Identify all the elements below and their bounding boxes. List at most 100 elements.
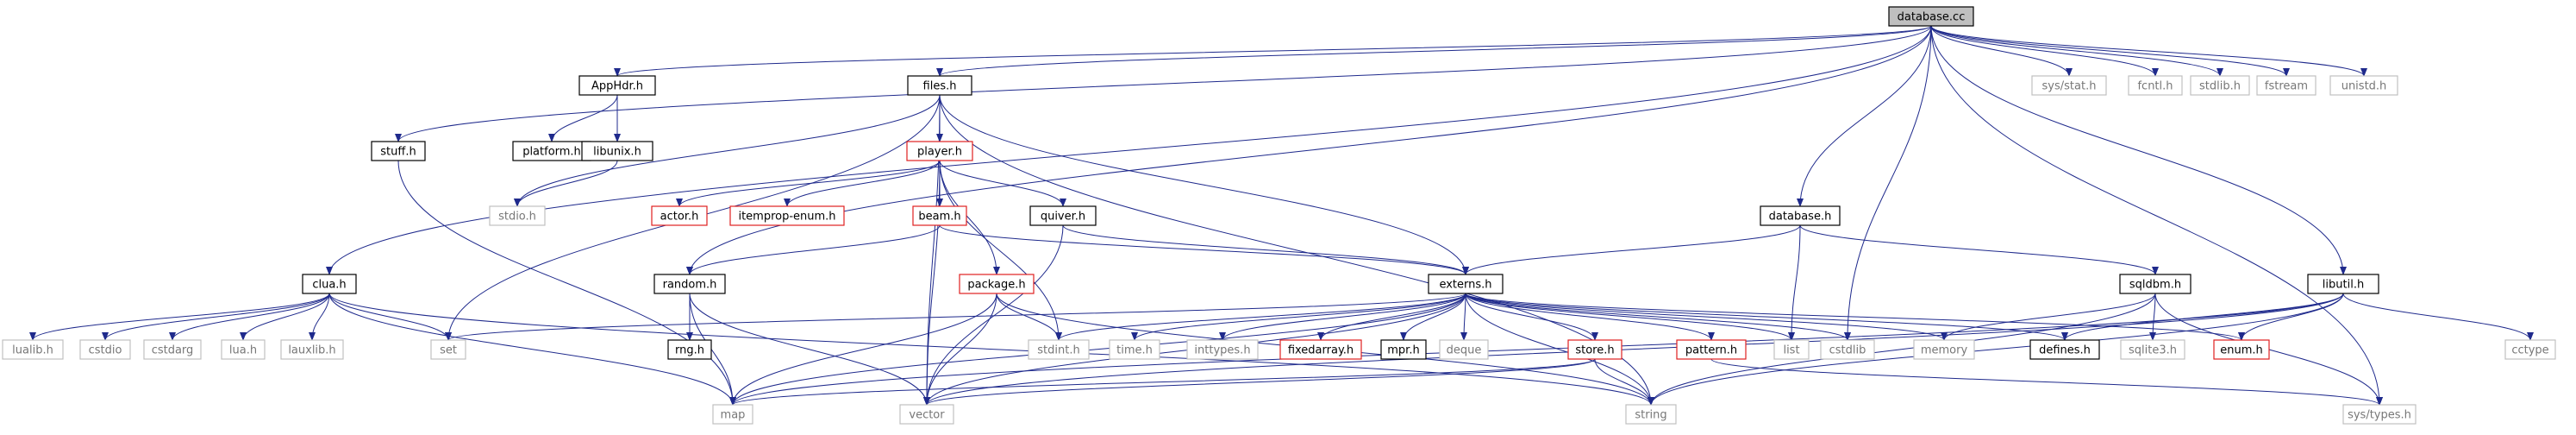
node-string: string (1625, 404, 1677, 425)
node-label: enum.h (2220, 344, 2263, 357)
node-box (907, 75, 972, 96)
edge-clua_h-to-lauxlib_h (309, 293, 330, 341)
node-itemprop_enum_h[interactable]: itemprop-enum.h (729, 205, 845, 226)
node-box (1380, 339, 1427, 360)
node-database_h[interactable]: database.h (1760, 205, 1841, 226)
node-label: map (721, 409, 746, 422)
edge-externs_h-to-fixedarray_h (1317, 293, 1466, 341)
node-box (2256, 75, 2317, 96)
node-box (1567, 339, 1623, 360)
node-box (667, 339, 712, 360)
edge-files_h-to-stdio_h (514, 94, 941, 207)
node-sys_types_h: sys/types.h (2342, 404, 2417, 425)
node-box (1913, 339, 1975, 360)
node-box (1439, 339, 1489, 360)
node-box (712, 404, 753, 425)
node-box (2, 339, 64, 360)
node-label: platform.h (522, 146, 581, 159)
edge-externs_h-to-mpr_h (1400, 293, 1466, 341)
node-database_cc[interactable]: database.cc (1888, 6, 1974, 27)
node-libunix_h[interactable]: libunix.h (581, 141, 653, 161)
node-label: string (1635, 409, 1666, 422)
node-stuff_h[interactable]: stuff.h (371, 141, 426, 161)
edge-libutil_h-to-cctype (2342, 293, 2534, 341)
node-defines_h[interactable]: defines.h (2029, 339, 2100, 360)
node-list: list (1773, 339, 1810, 360)
node-clua_h[interactable]: clua.h (302, 274, 357, 294)
node-pattern_h[interactable]: pattern.h (1676, 339, 1747, 360)
edge-externs_h-to-enum_h (1465, 293, 2245, 341)
node-box (1676, 339, 1747, 360)
node-label: AppHdr.h (591, 80, 643, 93)
node-label: quiver.h (1041, 211, 1085, 224)
node-label: itemprop-enum.h (738, 211, 835, 224)
node-apphdr_h[interactable]: AppHdr.h (578, 75, 656, 96)
node-stdint_h: stdint.h (1028, 339, 1090, 360)
node-box (2190, 75, 2250, 96)
node-label: stdint.h (1037, 344, 1079, 357)
edge-clua_h-to-map (328, 293, 736, 406)
node-box (302, 274, 357, 294)
node-label: sqldbm.h (2129, 279, 2181, 292)
node-package_h[interactable]: package.h (959, 274, 1035, 294)
node-lauxlib_h: lauxlib.h (280, 339, 344, 360)
node-box (280, 339, 344, 360)
node-unistd_h: unistd.h (2329, 75, 2398, 96)
node-externs_h[interactable]: externs.h (1428, 274, 1504, 294)
node-beam_h[interactable]: beam.h (912, 205, 967, 226)
node-label: fstream (2265, 80, 2308, 93)
node-lualib_h: lualib.h (2, 339, 64, 360)
node-label: deque (1447, 344, 1482, 357)
node-box (1279, 339, 1362, 360)
node-box (1820, 339, 1875, 360)
edge-clua_h-to-cstdio (102, 293, 330, 341)
edge-libunix_h-to-stdio_h (514, 160, 618, 207)
node-box (2213, 339, 2270, 360)
edge-externs_h-to-deque (1460, 293, 1468, 341)
node-enum_h[interactable]: enum.h (2213, 339, 2270, 360)
node-platform_h[interactable]: platform.h (512, 141, 591, 161)
edge-beam_h-to-random_h (686, 224, 941, 275)
node-player_h[interactable]: player.h (906, 141, 973, 161)
edge-player_h-to-vector (923, 160, 941, 406)
node-cstdlib: cstdlib (1820, 339, 1875, 360)
edge-clua_h-to-cstdarg (169, 293, 330, 341)
edge-sqldbm_h-to-string (1648, 293, 2156, 406)
node-box (143, 339, 202, 360)
edge-libutil_h-to-string (1648, 293, 2344, 406)
edge-libutil_h-to-defines_h (2061, 293, 2344, 341)
node-label: database.cc (1898, 11, 1966, 24)
edge-database_cc-to-libutil_h (1930, 25, 2347, 275)
node-box (2031, 75, 2107, 96)
node-actor_h[interactable]: actor.h (651, 205, 708, 226)
node-sqldbm_h[interactable]: sqldbm.h (2119, 274, 2191, 294)
edge-pattern_h-to-sys_types_h (1710, 358, 2383, 406)
node-memory: memory (1913, 339, 1975, 360)
node-box (79, 339, 131, 360)
node-rng_h[interactable]: rng.h (667, 339, 712, 360)
node-fixedarray_h[interactable]: fixedarray.h (1279, 339, 1362, 360)
edge-database_cc-to-cstdlib (1844, 25, 1932, 341)
node-label: unistd.h (2342, 80, 2387, 93)
node-files_h[interactable]: files.h (907, 75, 972, 96)
node-libutil_h[interactable]: libutil.h (2307, 274, 2379, 294)
edge-database_cc-to-sys_types_h (1930, 25, 2383, 406)
node-box (912, 205, 967, 226)
edge-database_cc-to-clua_h (326, 25, 1932, 275)
edge-database_cc-to-files_h (936, 25, 1932, 77)
node-random_h[interactable]: random.h (653, 274, 726, 294)
node-vector: vector (899, 404, 954, 425)
edge-beam_h-to-externs_h (939, 224, 1469, 275)
node-store_h[interactable]: store.h (1567, 339, 1623, 360)
node-label: externs.h (1439, 279, 1491, 292)
node-map: map (712, 404, 753, 425)
edge-random_h-to-vector (689, 293, 930, 406)
node-mpr_h[interactable]: mpr.h (1380, 339, 1427, 360)
node-box (729, 205, 845, 226)
node-box (578, 75, 656, 96)
node-quiver_h[interactable]: quiver.h (1029, 205, 1097, 226)
node-label: lua.h (229, 344, 257, 357)
node-box (2342, 404, 2417, 425)
edge-quiver_h-to-vector (923, 224, 1064, 406)
edge-externs_h-to-string (1465, 293, 1654, 406)
